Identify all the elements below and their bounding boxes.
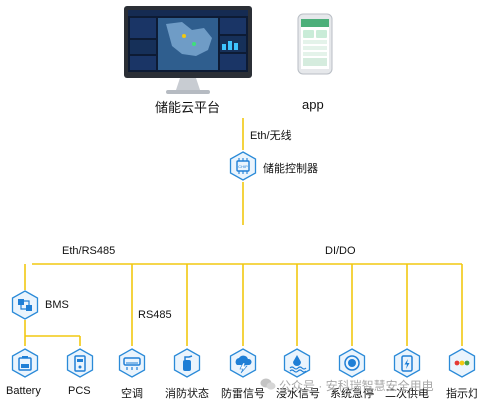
rs485-label: RS485 — [138, 309, 172, 321]
bms-icon — [11, 290, 39, 320]
air-conditioner-icon — [118, 348, 146, 378]
device-label-aircon: 空调 — [121, 388, 143, 400]
device-label-battery: Battery — [6, 385, 41, 397]
controller-label: 储能控制器 — [263, 163, 318, 175]
secondary-power-icon — [393, 348, 421, 378]
monitor-stand — [176, 78, 200, 90]
fire-extinguisher-icon — [173, 348, 201, 378]
left-branch-label: Eth/RS485 — [62, 245, 116, 257]
pcs-icon — [66, 348, 94, 378]
wechat-icon — [260, 378, 276, 390]
bms-label: BMS — [45, 299, 69, 311]
phone-illustration — [297, 13, 333, 75]
device-label-estop: 系统急停 — [330, 388, 374, 400]
cloud-platform-label: 储能云平台 — [155, 100, 221, 115]
monitor-illustration — [124, 6, 252, 94]
chip-icon: CHIP — [229, 151, 257, 181]
water-immersion-icon — [283, 348, 311, 378]
device-label-water: 浸水信号 — [276, 388, 320, 400]
device-label-power: 二次供电 — [385, 388, 429, 400]
lightning-cloud-icon — [229, 348, 257, 378]
device-label-indicator: 指示灯 — [446, 388, 477, 400]
device-label-lightning: 防雷信号 — [221, 388, 265, 400]
emergency-stop-icon — [338, 348, 366, 378]
battery-icon — [11, 348, 39, 378]
device-label-pcs: PCS — [68, 385, 91, 397]
link-label: Eth/无线 — [250, 130, 292, 142]
device-label-fire: 消防状态 — [165, 388, 209, 400]
watermark-text: 公众号 · 安科瑞智慧安全用电 — [279, 379, 434, 393]
app-label: app — [302, 97, 324, 112]
indicator-light-icon — [448, 348, 476, 378]
svg-text:CHIP: CHIP — [238, 164, 248, 169]
right-branch-label: DI/DO — [325, 245, 356, 257]
monitor-base — [166, 90, 210, 94]
